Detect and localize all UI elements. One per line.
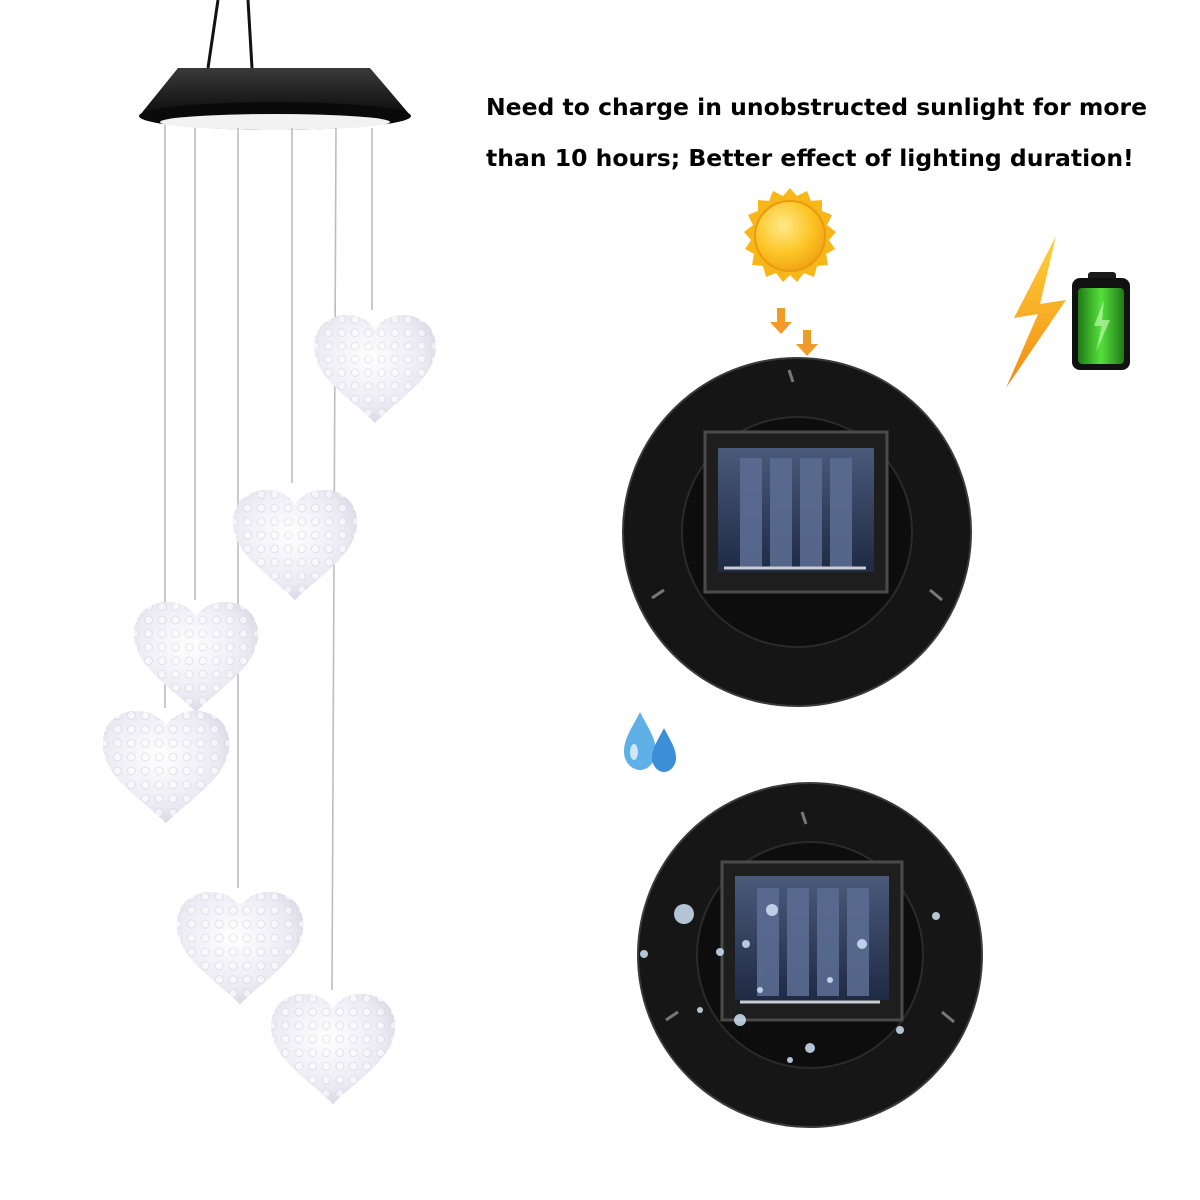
heart-light-2 [232,490,358,601]
battery-charging-icon [1072,272,1130,370]
heart-light-3 [133,602,259,713]
heart-lights [102,315,436,1105]
solar-panel-top-view [622,357,972,707]
heart-light-6 [270,994,396,1105]
charging-caption: Need to charge in unobstructed sunlight … [486,82,1186,184]
heart-light-1 [314,315,436,423]
hanging-rope [206,0,254,69]
caption-line-2: than 10 hours; Better effect of lighting… [486,144,1134,172]
heart-light-5 [176,891,304,1005]
down-arrow-icon [770,308,818,356]
water-drops-icon [624,712,676,772]
caption-line-1: Need to charge in unobstructed sunlight … [486,93,1148,121]
heart-light-4 [102,710,230,824]
solar-panel-wet-view [637,782,983,1128]
lightning-bolt-icon [1006,236,1066,388]
sun-icon [744,188,836,282]
solar-cap [139,68,411,130]
